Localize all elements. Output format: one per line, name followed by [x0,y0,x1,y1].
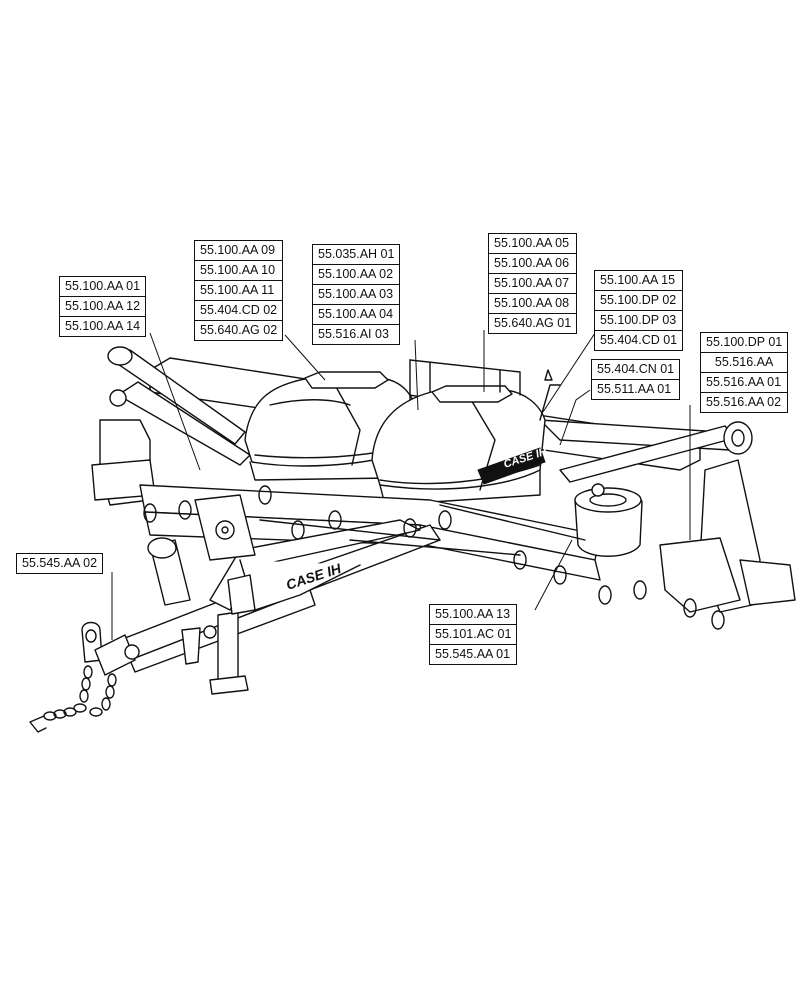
callout-ref[interactable]: 55.404.CN 01 [592,360,680,380]
callout-ref[interactable]: 55.545.AA 02 [22,556,98,570]
callout-ref[interactable]: 55.404.CD 01 [600,333,678,347]
hitch-clevis [81,621,140,676]
callout-ref[interactable]: 55.100.AA 03 [313,285,400,305]
callout-ref[interactable]: 55.516.AA [701,353,788,373]
callout-ref[interactable]: 55.100.AA 10 [195,261,283,281]
callout-group-4: 55.100.AA 05 55.100.AA 06 55.100.AA 07 5… [488,233,578,334]
callout-ref[interactable]: 55.100.AA 04 [313,305,400,325]
left-marker-arm [91,346,251,506]
callout-ref[interactable]: 55.511.AA 01 [597,382,672,396]
callout-ref[interactable]: 55.516.AA 02 [706,395,782,409]
left-lift-assembly [147,494,256,615]
callout-group-1: 55.100.AA 01 55.100.AA 12 55.100.AA 14 [59,276,147,337]
callout-ref[interactable]: 55.100.DP 03 [595,311,683,331]
drive-shafts [259,369,586,556]
callout-ref[interactable]: 55.100.AA 07 [489,274,577,294]
callout-ref[interactable]: 55.516.AI 03 [318,327,389,341]
callout-ref[interactable]: 55.404.CD 02 [195,301,283,321]
callout-ref[interactable]: 55.516.AA 01 [701,373,788,393]
callout-ref[interactable]: 55.035.AH 01 [313,245,400,265]
callout-ref[interactable]: 55.100.AA 12 [60,297,146,317]
left-seed-hopper [244,371,416,481]
callout-ref[interactable]: 55.100.AA 11 [195,281,283,301]
callout-ref[interactable]: 55.100.DP 01 [701,333,788,353]
callout-group-5: 55.100.AA 15 55.100.DP 02 55.100.DP 03 5… [594,270,684,351]
callout-group-8: 55.545.AA 02 [16,553,104,574]
callout-ref[interactable]: 55.640.AG 01 [494,316,572,330]
callout-ref[interactable]: 55.100.AA 08 [489,294,577,314]
callout-ref[interactable]: 55.100.AA 14 [65,319,141,333]
callout-ref[interactable]: 55.100.AA 09 [195,241,283,261]
callout-ref[interactable]: 55.640.AG 02 [200,323,278,337]
callout-ref[interactable]: 55.100.DP 02 [595,291,683,311]
callout-group-7: 55.100.DP 01 55.516.AA 55.516.AA 01 55.5… [700,332,789,413]
callout-ref[interactable]: 55.100.AA 05 [489,234,577,254]
callout-group-6: 55.404.CN 01 55.511.AA 01 [591,359,681,400]
safety-chain [29,665,117,733]
callout-ref[interactable]: 55.100.AA 13 [430,605,517,625]
hopper-rail [409,359,521,401]
callout-ref[interactable]: 55.545.AA 01 [435,647,511,661]
callout-ref[interactable]: 55.100.AA 02 [313,265,400,285]
right-marker-arm [559,421,796,613]
callout-ref[interactable]: 55.101.AC 01 [430,625,517,645]
callout-group-3: 55.035.AH 01 55.100.AA 02 55.100.AA 03 5… [312,244,401,345]
callout-group-2: 55.100.AA 09 55.100.AA 10 55.100.AA 11 5… [194,240,284,341]
callout-ref[interactable]: 55.100.AA 06 [489,254,577,274]
right-seed-hopper: CASE IH [371,385,549,506]
callout-group-9: 55.100.AA 13 55.101.AC 01 55.545.AA 01 [429,604,518,665]
callout-ref[interactable]: 55.100.AA 15 [595,271,683,291]
drive-housing [574,483,643,557]
callout-leader-lines [111,329,691,640]
row-unit-wheels [143,485,725,630]
jack-stand [181,611,249,695]
callout-ref[interactable]: 55.100.AA 01 [60,277,146,297]
